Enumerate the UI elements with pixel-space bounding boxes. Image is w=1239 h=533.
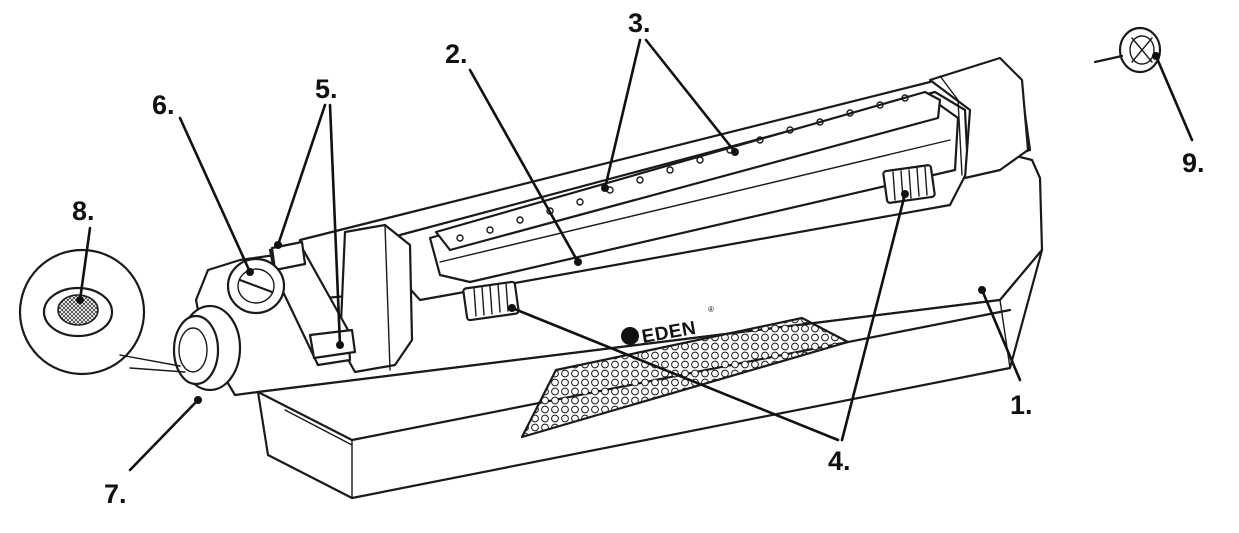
callout-5: 5. (315, 74, 338, 104)
callout-2: 2. (445, 39, 468, 69)
leader-4a (510, 306, 840, 442)
control-knob (226, 257, 286, 315)
leader-7 (128, 398, 200, 472)
tube-housing (298, 56, 1032, 302)
leader-6 (178, 116, 252, 274)
leader-2 (468, 68, 580, 264)
leader-dot-6 (246, 268, 254, 276)
leader-dot-9 (1152, 52, 1160, 60)
callout-1: 1. (1010, 390, 1033, 420)
leader-dot-8 (76, 296, 84, 304)
nozzle-row (456, 94, 909, 242)
leader-9 (1154, 54, 1194, 142)
range-tabs (268, 240, 357, 367)
callout-labels: 1. 2. 3. 4. 5. 6. 7. 8. 9. (72, 8, 1205, 509)
ribbed-grip-icon (462, 164, 936, 322)
leader-dot-5b (336, 341, 344, 349)
callout-4: 4. (828, 446, 851, 476)
eden-flower-logo-icon (621, 327, 639, 345)
callout-7: 7. (104, 479, 127, 509)
leader-dot-3b (731, 148, 739, 156)
leader-3a (603, 38, 642, 190)
brand-mark: ® (708, 305, 714, 314)
leader-dot-3a (601, 184, 609, 192)
leader-dot-7 (194, 396, 202, 404)
callout-6: 6. (152, 90, 175, 120)
leader-5b (328, 103, 342, 347)
callout-9: 9. (1182, 148, 1205, 178)
leader-8 (78, 226, 92, 302)
end-cap-plug-icon (1093, 26, 1162, 74)
leader-1 (980, 288, 1022, 382)
leader-dot-5a (274, 241, 282, 249)
leader-3b (644, 38, 737, 154)
callout-3: 3. (628, 8, 651, 38)
leader-lines (76, 38, 1194, 472)
leader-4b (840, 192, 907, 442)
hose-connector (172, 304, 242, 392)
mesh-filter-icon (18, 248, 186, 376)
leader-dot-2 (574, 258, 582, 266)
leader-dot-4b (901, 190, 909, 198)
leader-5a (276, 103, 327, 247)
leader-dot-4a (508, 304, 516, 312)
leader-dot-1 (978, 286, 986, 294)
callout-8: 8. (72, 196, 95, 226)
